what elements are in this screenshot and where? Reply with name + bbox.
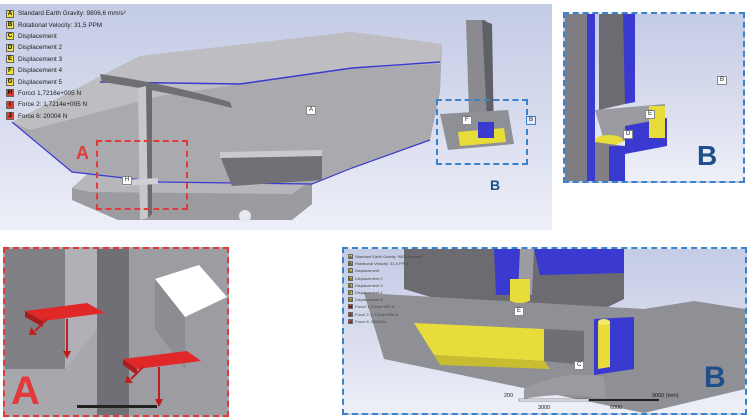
legend-key-j: J	[6, 112, 14, 121]
tag-b[interactable]: B	[526, 116, 537, 125]
detail-a-panel[interactable]: A	[3, 247, 229, 417]
legend-key-c: C	[6, 32, 14, 41]
left-post	[138, 86, 148, 220]
detail-b-top-panel[interactable]: E D B B	[563, 12, 745, 183]
detail-b-bottom-label: B	[704, 361, 726, 394]
scale-label-3: 9000 (mm)	[652, 393, 679, 399]
legend-small-text: Displacement	[355, 268, 380, 274]
legend-small-text: Standard Earth Gravity: 9806,6 mm/s²	[355, 254, 423, 260]
region-b-frame	[436, 99, 528, 165]
legend-small-text: Force 2: 1,7214e+005 N	[355, 311, 399, 317]
legend-small-text: Force 6: 20004 N	[355, 318, 386, 324]
legend-small-key-e: E	[348, 282, 353, 288]
scale-label-1: 3000	[538, 405, 551, 411]
scale-label-2: 6000	[610, 405, 623, 411]
legend-key-i: I	[6, 100, 14, 109]
detail-a-svg	[5, 249, 227, 415]
legend-small-key-d: D	[348, 275, 353, 281]
legend-key-g: G	[6, 78, 14, 87]
legend-row-a[interactable]: A Standard Earth Gravity: 9806,6 mm/s²	[6, 8, 126, 19]
legend-row-d[interactable]: D Displacement 2	[6, 42, 126, 53]
region-a-label: A	[76, 143, 89, 163]
legend-key-f: F	[6, 66, 14, 75]
legend-row-f[interactable]: F Displacement 4	[6, 65, 126, 76]
tag-e-bottom[interactable]: E	[514, 307, 525, 316]
tag-h[interactable]: H	[122, 176, 133, 185]
detail-b-top-label: B	[697, 140, 718, 171]
legend-small-text: Rotational Velocity: 31,5 PPM	[355, 261, 408, 267]
legend-small-key-a: A	[348, 254, 353, 260]
main-model-svg	[11, 20, 514, 222]
tag-d-top[interactable]: D	[623, 130, 634, 139]
main-viewport[interactable]: A Standard Earth Gravity: 9806,6 mm/s² B Ro…	[0, 4, 552, 230]
legend-key-e: E	[6, 55, 14, 64]
detail-a-label: A	[11, 369, 40, 413]
region-b-label: B	[490, 177, 501, 193]
legend-row-h[interactable]: H Forcci 1,7216e+005 N	[6, 88, 126, 99]
tag-f[interactable]: F	[462, 116, 472, 125]
legend-row-c[interactable]: C Displacement	[6, 31, 126, 42]
legend-row-b[interactable]: B Rotational Velocity: 31,5 PPM	[6, 19, 126, 30]
legend-text: Displacement 3	[18, 55, 63, 63]
tag-edge-top[interactable]: B	[717, 76, 728, 85]
detail-b-bottom-svg	[364, 249, 745, 413]
legend-small-key-i: I	[348, 311, 353, 317]
legend-text: Force 6: 20004 N	[18, 112, 68, 120]
legend-text: Displacement 2	[18, 44, 63, 52]
legend-small-key-c: C	[348, 268, 353, 274]
legend-row-e[interactable]: E Displacement 3	[6, 54, 126, 65]
legend-row-g[interactable]: G Displacement 5	[6, 76, 126, 87]
legend-small-key-g: G	[348, 297, 353, 303]
legend-small-key-f: F	[348, 290, 353, 296]
legend-small-key-b: B	[348, 261, 353, 267]
legend-text: Displacement 4	[18, 67, 63, 75]
legend-small-key-h: H	[348, 304, 353, 310]
detail-b-top-svg	[565, 14, 667, 181]
legend-text: Displacement	[18, 32, 57, 40]
legend-key-a: A	[6, 9, 14, 18]
boundary-legend: A Standard Earth Gravity: 9806,6 mm/s² B Ro…	[6, 8, 126, 122]
legend-key-d: D	[6, 43, 14, 52]
tag-a[interactable]: A	[306, 106, 317, 115]
legend-row-j[interactable]: J Force 6: 20004 N	[6, 111, 126, 122]
legend-row-i[interactable]: I Force 2: 1,7214e+005 N	[6, 99, 126, 110]
legend-small-text: Forcci 1,7216e+005 N	[355, 304, 395, 310]
legend-text: Standard Earth Gravity: 9806,6 mm/s²	[18, 10, 126, 18]
legend-small-text: Displacement 5	[355, 297, 383, 303]
curved-rib	[100, 74, 232, 108]
tag-c-bottom[interactable]: C	[574, 361, 585, 370]
legend-text: Displacement 5	[18, 78, 63, 86]
legend-text: Force 2: 1,7214e+005 N	[18, 101, 88, 109]
legend-small-text: Displacement 3	[355, 282, 383, 288]
legend-text: Rotational Velocity: 31,5 PPM	[18, 21, 103, 29]
region-a-frame	[96, 140, 188, 210]
legend-text: Forcci 1,7216e+005 N	[18, 89, 82, 97]
tag-e-top[interactable]: E	[645, 110, 656, 119]
legend-key-h: H	[6, 89, 14, 98]
scale-label-0: 200	[504, 393, 514, 399]
legend-small-text: Displacement 4	[355, 290, 383, 296]
legend-small-text: Displacement 2	[355, 275, 383, 281]
legend-key-b: B	[6, 21, 14, 30]
legend-small-key-j: J	[348, 318, 353, 324]
